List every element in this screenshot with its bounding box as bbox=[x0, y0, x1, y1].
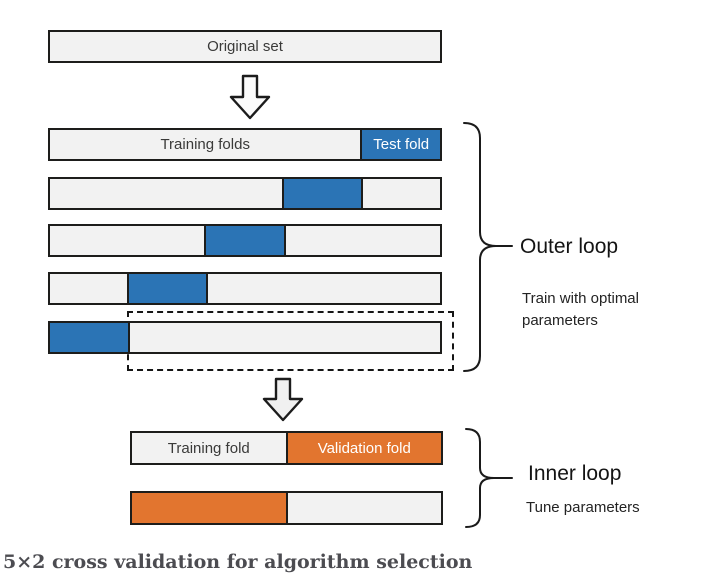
outer-fold-row bbox=[48, 321, 442, 354]
inner-fold-row bbox=[130, 491, 443, 525]
inner-loop-brace bbox=[465, 428, 513, 528]
down-arrow-icon bbox=[229, 74, 271, 120]
train-segment: Training folds bbox=[50, 130, 361, 159]
fold-segment bbox=[129, 323, 440, 352]
validation-segment bbox=[132, 493, 286, 523]
train-segment bbox=[50, 179, 282, 208]
test-segment bbox=[50, 323, 130, 352]
outer-loop-sublabel: Train with optimal parameters bbox=[522, 290, 639, 329]
train-segment: Training fold bbox=[132, 433, 286, 463]
validation-segment: Validation fold bbox=[285, 433, 441, 463]
test-segment bbox=[281, 179, 363, 208]
outer-fold-row bbox=[48, 177, 442, 210]
figure-caption: 5×2 cross validation for algorithm selec… bbox=[3, 551, 473, 573]
outer-fold-row bbox=[48, 272, 442, 305]
train-segment bbox=[50, 274, 128, 303]
test-segment: Test fold bbox=[360, 130, 440, 159]
fold-segment bbox=[208, 274, 440, 303]
test-segment bbox=[204, 226, 286, 255]
original-set-box: Original set bbox=[48, 30, 442, 63]
down-arrow-icon bbox=[262, 377, 304, 422]
test-segment bbox=[127, 274, 209, 303]
train-segment bbox=[50, 226, 205, 255]
outer-loop-brace bbox=[463, 122, 513, 372]
original-set-label: Original set bbox=[207, 38, 283, 55]
fold-segment bbox=[285, 226, 441, 255]
train-segment bbox=[285, 493, 441, 523]
inner-loop-sublabel: Tune parameters bbox=[526, 499, 640, 516]
outer-fold-row bbox=[48, 224, 442, 257]
fold-segment bbox=[362, 179, 440, 208]
outer-loop-label: Outer loop bbox=[520, 235, 619, 258]
inner-loop-label: Inner loop bbox=[528, 462, 622, 485]
